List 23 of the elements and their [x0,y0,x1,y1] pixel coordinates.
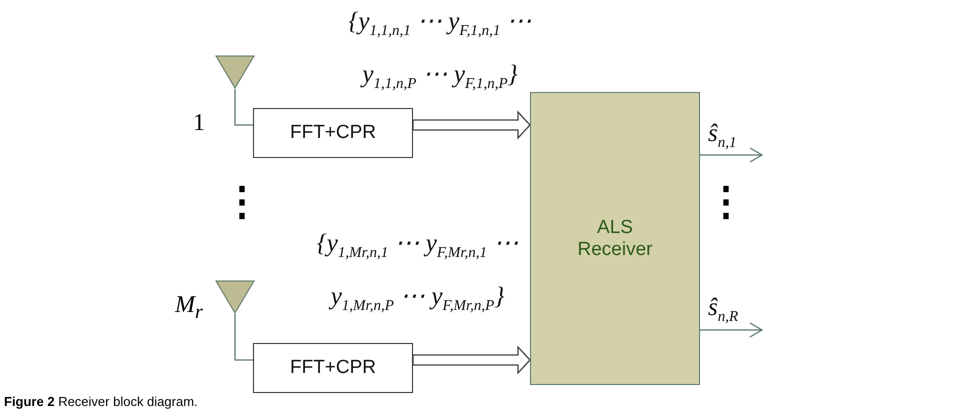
caption: Figure 2 Receiver block diagram. [4,394,198,409]
ellipsis-label: ⋮ [706,182,746,222]
antenna-label: M$_{r}$ [175,292,203,324]
block-arrow [412,110,531,140]
ellipsis-label: ⋮ [222,182,262,222]
process-box [530,92,700,385]
block-arrow [412,345,531,375]
antenna-icon [215,280,255,314]
antenna-label: 1 [193,110,205,137]
connector-line [234,314,253,361]
arrow [700,147,763,163]
box-label: FFT+CPR [290,357,376,379]
process-box [253,343,413,393]
edge-label: ŝ$_{n,R}$ [708,293,738,327]
box-label: ALS Receiver [576,216,654,260]
arrow [700,322,763,338]
edge-label: ŝ$_{n,1}$ [708,119,736,153]
edge-label: {y$_{1,1,n,1}$ ⋯ y$_{F,1,n,1}$ ⋯ y$_{1,1,n,P}$ ⋯ y$_{F,1,n,P}$} [347,7,533,94]
box-label: FFT+CPR [290,122,376,144]
antenna-icon [215,55,255,89]
connector-line [234,89,253,126]
edge-label: {y$_{1,Mr,n,1}$ ⋯ y$_{F,Mr,n,1}$ ⋯ y$_{1,Mr,n,P}$ ⋯ y$_{F,Mr,n,P}$} [316,229,520,316]
process-box [253,108,413,158]
